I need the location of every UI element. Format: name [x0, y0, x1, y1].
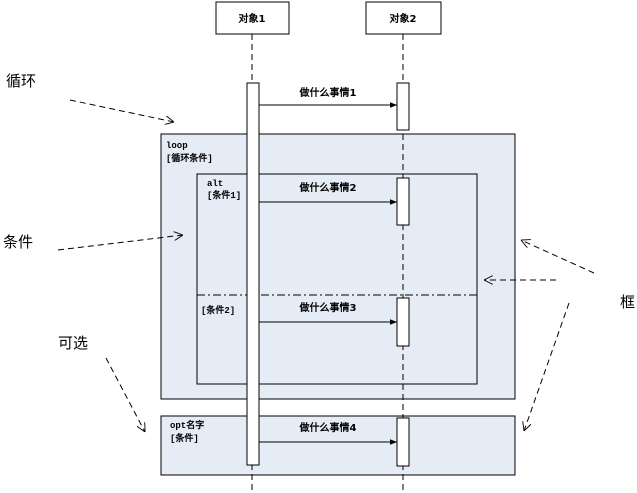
object2-activation-1: [396, 82, 410, 131]
opt-guard: [条件]: [170, 432, 199, 444]
alt-operator: alt: [207, 179, 223, 189]
object1-box: [215, 1, 290, 35]
annotation-loop: 循环: [6, 72, 36, 90]
annotation-condition: 条件: [3, 233, 33, 251]
message-2-label: 做什么事情2: [299, 181, 357, 194]
object2-activation-4: [396, 417, 410, 467]
loop-operator: loop: [166, 141, 188, 151]
alt-guard-2: [条件2]: [201, 304, 235, 316]
message-3-label: 做什么事情3: [299, 301, 357, 314]
frame-pointer-arrow-1: [521, 240, 595, 274]
opt-operator: opt名字: [170, 419, 204, 431]
annotation-optional: 可选: [58, 334, 88, 352]
object2-activation-2: [396, 177, 410, 226]
opt-fragment: [160, 415, 516, 476]
message-1-label: 做什么事情1: [299, 86, 357, 99]
frame-pointer-arrow-3: [524, 302, 570, 431]
object1-label: 对象1: [239, 12, 266, 25]
alt-fragment: [196, 173, 478, 385]
object2-activation-3: [396, 297, 410, 347]
object2-label: 对象2: [390, 12, 417, 25]
annotation-frame: 框: [620, 293, 635, 311]
message-4-label: 做什么事情4: [299, 421, 357, 434]
loop-guard: [循环条件]: [166, 152, 213, 164]
loop-pointer-arrow: [69, 99, 174, 122]
object1-activation: [246, 82, 260, 466]
alt-guard-1: [条件1]: [207, 189, 241, 201]
optional-pointer-arrow: [105, 357, 145, 432]
condition-pointer-arrow: [57, 235, 183, 251]
